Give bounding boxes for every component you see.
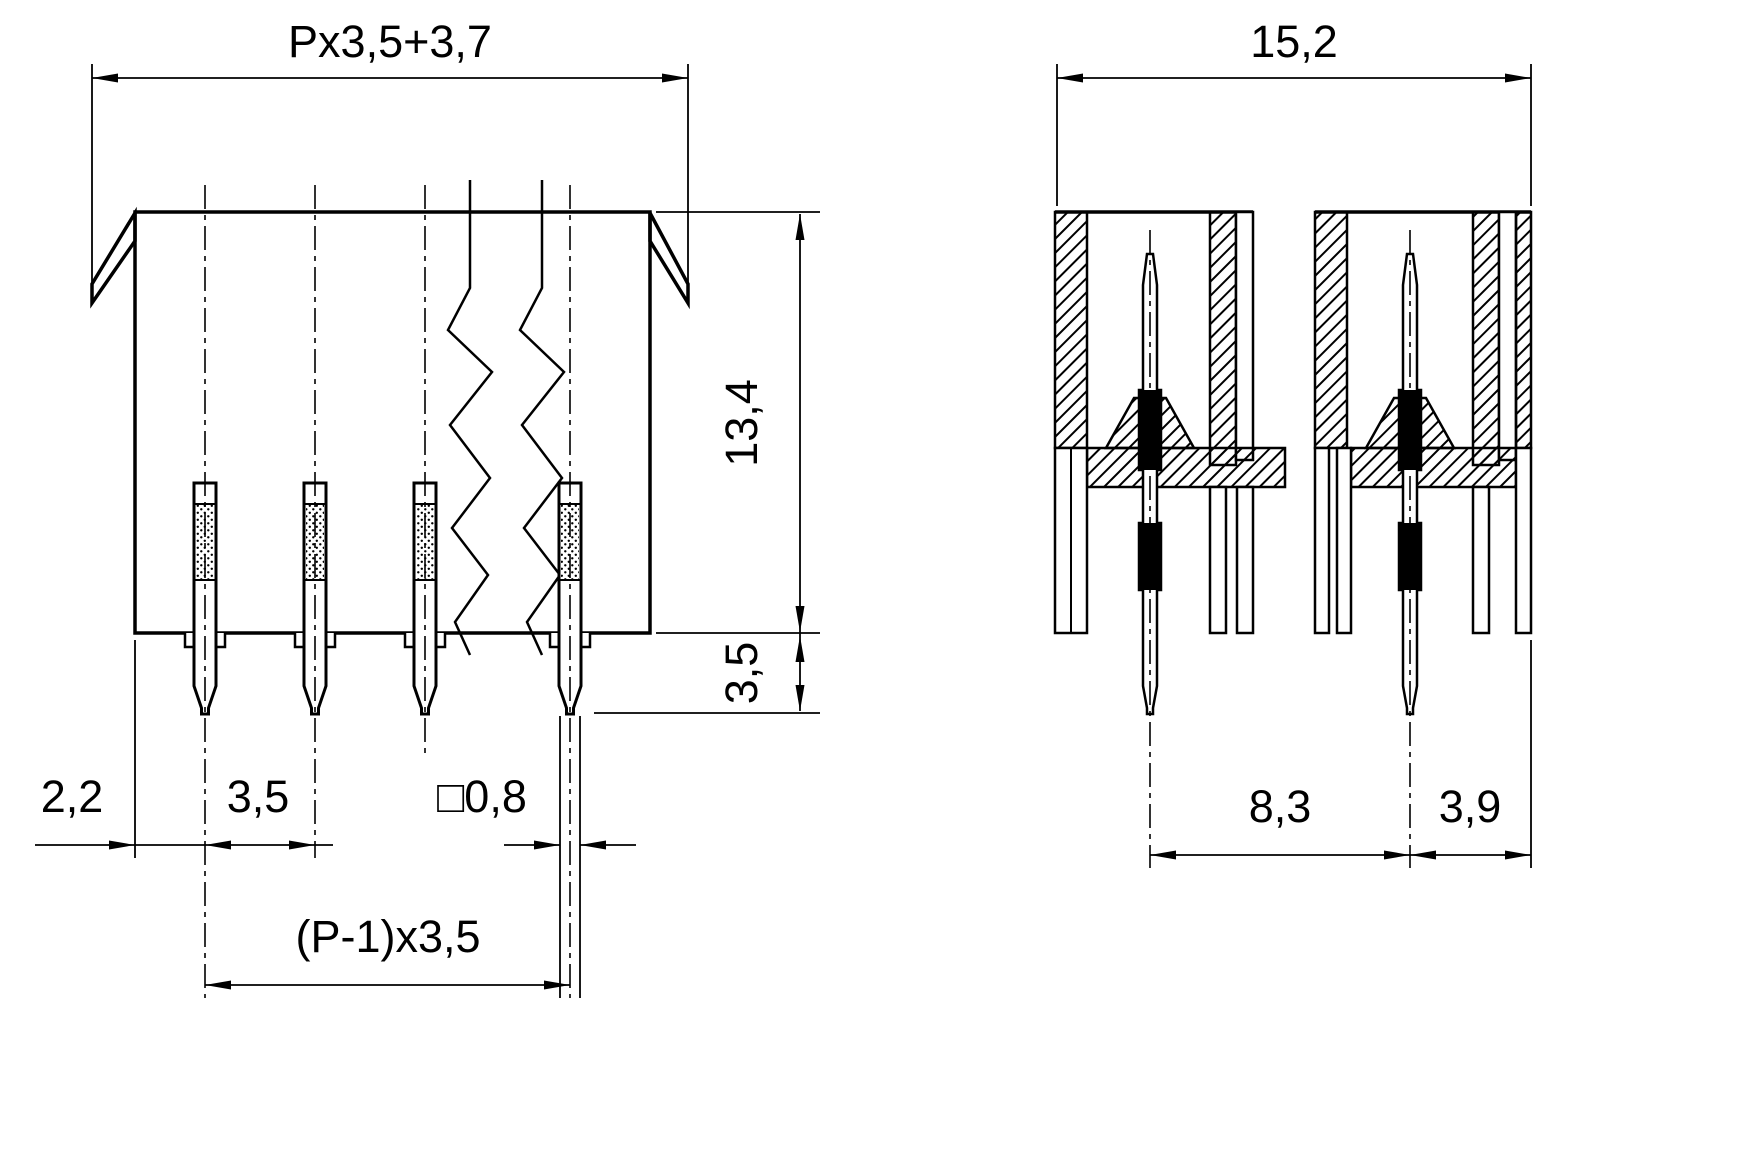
dim-pin-to-edge-label: 3,9	[1439, 781, 1502, 832]
housing-slot	[1234, 210, 1255, 462]
housing-leg	[1514, 446, 1533, 635]
housing-wall-hatched	[1471, 210, 1501, 467]
housing-base-hatched	[1085, 446, 1287, 489]
housing-wall-hatched	[1313, 210, 1349, 450]
break-line-left	[446, 180, 494, 656]
front-body-outline	[133, 210, 652, 635]
dim-edge-to-pin-label: 2,2	[41, 771, 104, 822]
front-view: Px3,5+3,7 13,4 3,5 2,2 3,5	[35, 16, 820, 998]
pin-knurl-texture	[306, 504, 324, 580]
pin-knurl-texture	[416, 504, 434, 580]
housing-wall-hatched	[1053, 210, 1089, 450]
dim-pin-span-label: (P-1)x3,5	[295, 911, 480, 962]
side-module-1	[1053, 210, 1287, 635]
housing-leg	[1471, 485, 1491, 635]
dim-total-depth-label: 15,2	[1250, 16, 1338, 67]
housing-wall-hatched	[1514, 210, 1533, 450]
dim-pin-row-spacing-label: 8,3	[1249, 781, 1312, 832]
housing-base-hatched	[1349, 446, 1518, 489]
pin-retention-zone	[1399, 390, 1421, 470]
dim-total-width-label: Px3,5+3,7	[288, 16, 492, 67]
pin-retention-zone	[1399, 523, 1421, 590]
break-line-right	[518, 180, 566, 656]
pin-knurl-texture	[561, 504, 579, 580]
front-left-flange	[90, 206, 137, 309]
dim-body-height-label: 13,4	[716, 379, 767, 467]
pin-retention-zone	[1139, 523, 1161, 590]
pin-retention-zone	[1139, 390, 1161, 470]
housing-leg	[1235, 485, 1255, 635]
side-module-2	[1313, 210, 1533, 635]
housing-leg	[1313, 446, 1331, 635]
pin-knurl-texture	[196, 504, 214, 580]
housing-leg	[1208, 485, 1228, 635]
dim-pin-protrusion-label: 3,5	[716, 642, 767, 705]
side-view: 15,2 8,3 3,9	[1053, 16, 1533, 868]
housing-leg	[1335, 446, 1353, 635]
front-right-flange	[648, 212, 690, 310]
dim-pin-cross-section-label: □0,8	[437, 771, 527, 822]
side-dimensions: 15,2 8,3 3,9	[1056, 16, 1532, 868]
front-dimensions: Px3,5+3,7 13,4 3,5 2,2 3,5	[35, 16, 820, 998]
housing-slot	[1497, 210, 1518, 462]
housing-wall-hatched	[1208, 210, 1238, 467]
dim-pin-pitch-label: 3,5	[227, 771, 290, 822]
